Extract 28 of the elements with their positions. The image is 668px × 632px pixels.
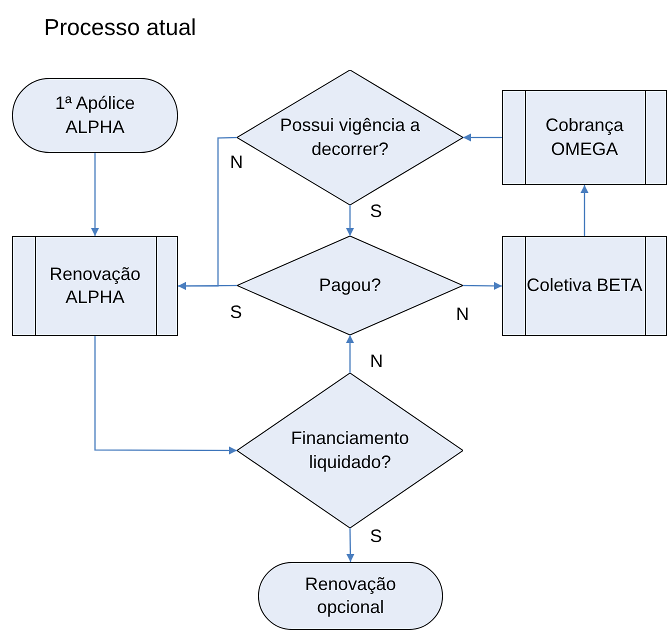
node-text: Financiamento liquidado? [290, 427, 410, 474]
arrow [178, 136, 238, 290]
subprocess-box [502, 236, 667, 336]
node-text: Coletiva BETA [526, 274, 642, 298]
diagram-title: Processo atual [44, 13, 196, 42]
edge-label: N [370, 352, 383, 370]
node-text: Cobrança OMEGA [544, 114, 625, 160]
node-text: Renovação ALPHA [48, 262, 142, 309]
node-text: Pagou? [318, 274, 382, 297]
subprocess-box [12, 236, 178, 336]
node-text: Renovação opcional [304, 572, 398, 619]
edge-label: N [456, 305, 469, 323]
arrow [346, 528, 354, 562]
arrow [580, 185, 588, 236]
node-text: Possui vigência a decorrer? [278, 114, 422, 160]
edge-label: S [230, 303, 242, 321]
edge-label: S [370, 527, 382, 545]
arrow [94, 336, 237, 454]
node-text: 1ª Apólice ALPHA [54, 92, 136, 138]
arrow [346, 205, 354, 236]
arrow [346, 335, 354, 373]
subprocess-box [502, 90, 667, 185]
edge-label: S [370, 202, 382, 220]
decision-diamond [237, 373, 463, 528]
arrow [91, 153, 99, 236]
edge-label: N [230, 153, 243, 171]
arrow [463, 134, 502, 142]
arrow [463, 282, 502, 290]
